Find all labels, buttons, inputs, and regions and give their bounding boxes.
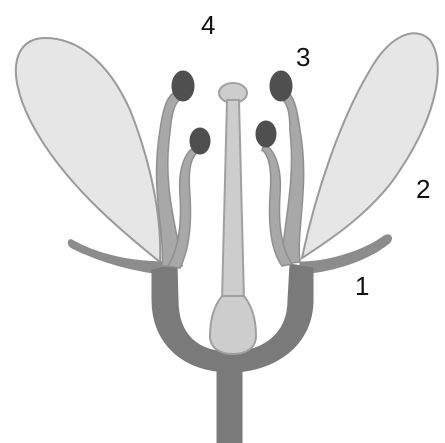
- left-outer-anther: [172, 71, 194, 101]
- ovary: [210, 296, 256, 354]
- label-2: 2: [416, 176, 430, 202]
- left-petal: [16, 38, 160, 262]
- right-inner-anther: [256, 121, 276, 147]
- right-petal: [302, 33, 438, 258]
- label-4: 4: [201, 12, 215, 38]
- label-1: 1: [355, 273, 369, 299]
- left-inner-anther: [190, 128, 210, 154]
- label-3: 3: [296, 44, 310, 70]
- right-outer-anther: [270, 71, 292, 101]
- pistil-style: [222, 100, 244, 300]
